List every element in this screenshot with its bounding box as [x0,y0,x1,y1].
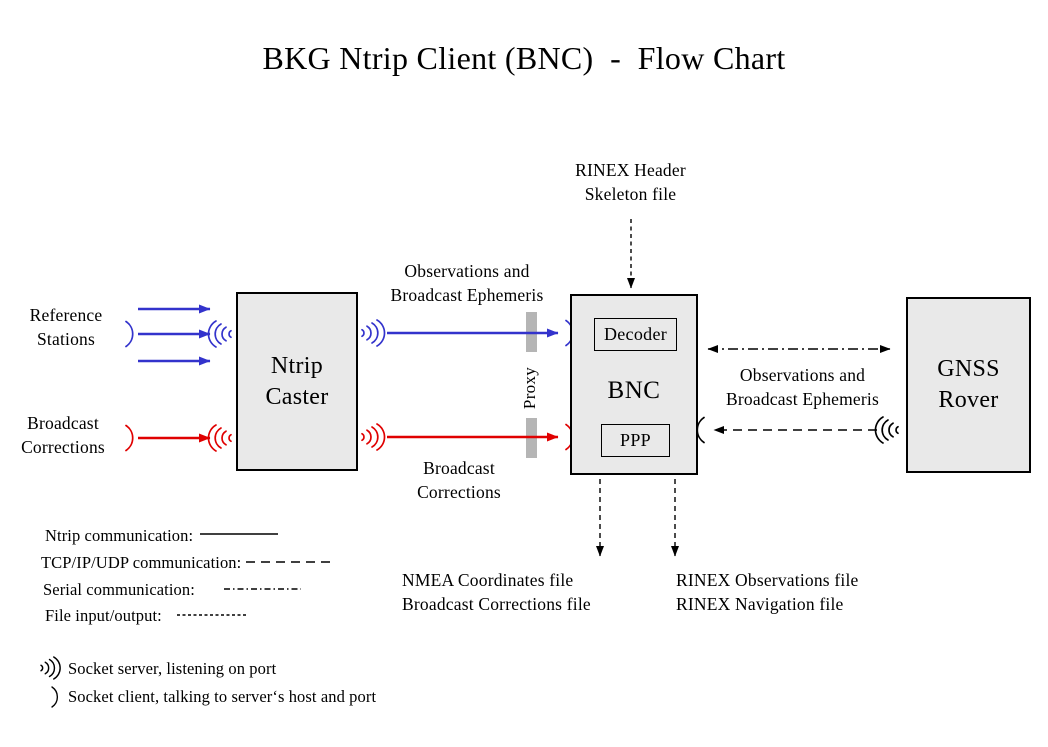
legend-label-file: File input/output: [45,606,162,625]
socket-client-icon-reference [125,320,134,348]
socket-server-icon-caster-left-blue [207,320,232,348]
bnc-label: BNC [607,377,661,404]
socket-client-legend-icon [51,686,59,708]
page-title: BKG Ntrip Client (BNC) - Flow Chart [262,40,786,76]
node-ntrip-caster: Ntrip Caster [236,292,358,471]
socket-client-icon-corrections [125,424,134,452]
label-nmea-output-files: NMEA Coordinates file Broadcast Correcti… [402,570,591,614]
proxy-bar-bottom [526,418,537,458]
legend-label-socket-client: Socket client, talking to server‘s host … [68,687,377,706]
socket-server-icon-rover [874,416,899,444]
label-reference-stations: Reference Stations [29,305,103,349]
node-bnc: Decoder BNC PPP [570,294,698,475]
socket-server-icon-caster-right-blue [361,319,386,347]
label-broadcast-corrections-mid: Broadcast Corrections [417,458,501,502]
socket-server-legend-icon [40,656,61,680]
label-rinex-header-skeleton: RINEX Header Skeleton file [575,160,686,204]
node-ppp: PPP [601,424,670,457]
socket-server-icon-caster-right-red [361,423,386,451]
label-broadcast-corrections-left: Broadcast Corrections [21,413,105,457]
legend-label-socket-server: Socket server, listening on port [68,659,277,678]
legend-label-ntrip: Ntrip communication: [45,526,194,545]
node-decoder: Decoder [594,318,677,351]
label-observations-mid: Observations and Broadcast Ephemeris [390,261,544,305]
label-proxy: Proxy [520,366,539,410]
legend-label-tcp: TCP/IP/UDP communication: [41,553,242,572]
node-gnss-rover: GNSS Rover [906,297,1031,473]
socket-client-icon-bnc-rover [696,416,705,444]
proxy-bar-top [526,312,537,352]
legend-label-serial: Serial communication: [43,580,195,599]
label-rinex-output-files: RINEX Observations file RINEX Navigation… [676,570,859,614]
socket-server-icon-caster-left-red [207,424,232,452]
label-observations-right: Observations and Broadcast Ephemeris [726,365,879,409]
